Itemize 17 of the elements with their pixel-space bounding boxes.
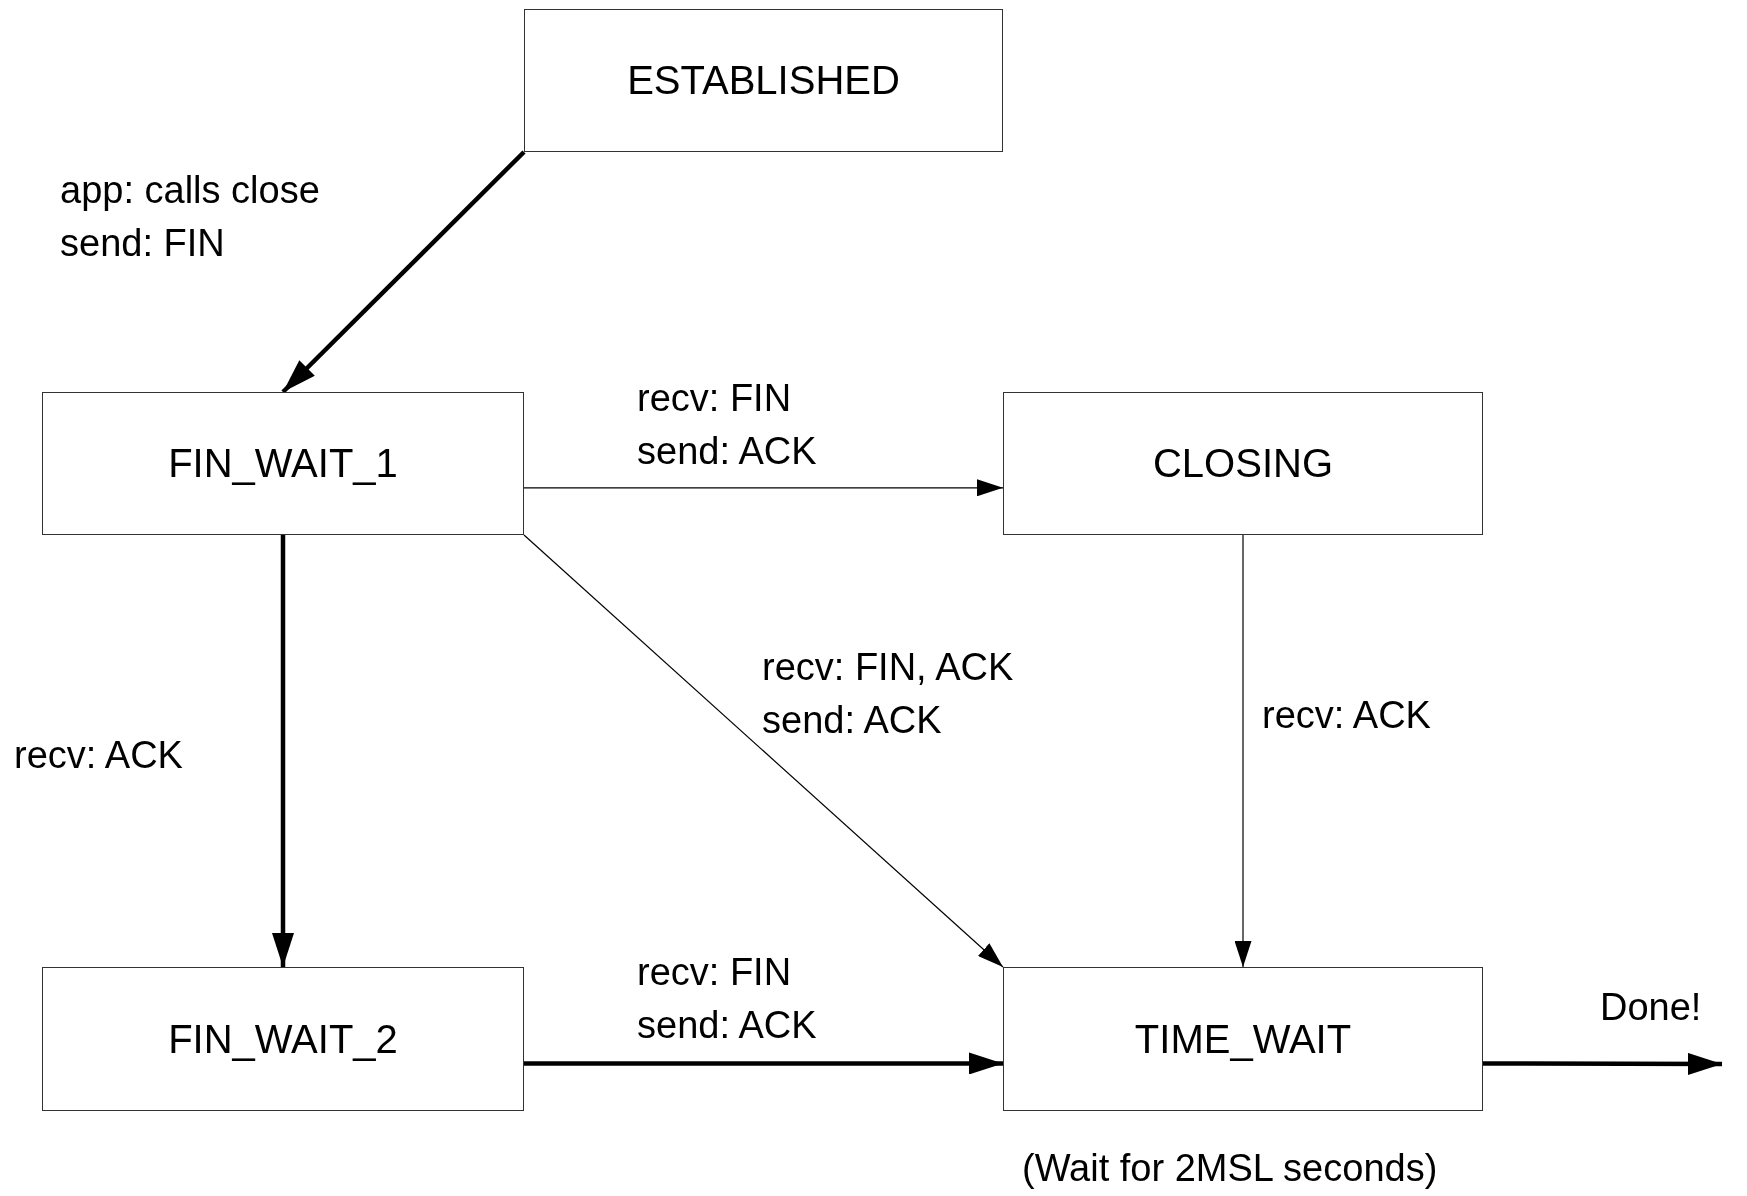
state-name: CLOSING <box>1152 441 1333 486</box>
state-box <box>524 9 1003 152</box>
state-name: TIME_WAIT <box>1134 1016 1352 1062</box>
state-box <box>42 967 524 1111</box>
transition-arrow <box>524 1052 1003 1075</box>
transition-arrow <box>1483 1052 1722 1075</box>
state-name: FIN_WAIT_1 <box>168 441 398 486</box>
transition-arrow <box>281 150 526 394</box>
state-name: ESTABLISHED <box>627 58 900 103</box>
transition-arrow <box>523 479 1004 497</box>
state-box <box>1003 392 1483 535</box>
transition-arrow <box>523 534 1004 968</box>
state-name: FIN_WAIT_2 <box>168 1016 398 1062</box>
transition-arrow <box>1234 534 1252 968</box>
state-box <box>1003 967 1483 1111</box>
state-box <box>42 392 524 535</box>
transition-arrow <box>272 535 294 967</box>
